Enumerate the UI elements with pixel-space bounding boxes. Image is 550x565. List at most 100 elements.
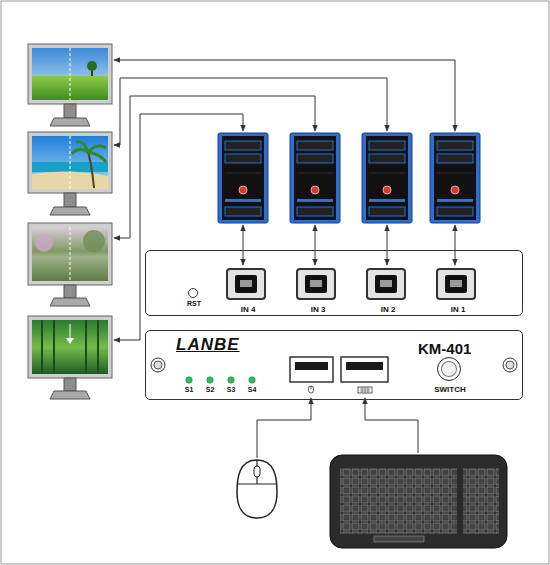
pc-tower <box>225 141 261 150</box>
monitor <box>64 193 76 207</box>
monitor <box>42 320 98 374</box>
port-socket <box>445 275 467 293</box>
usb-b-port: IN 4 <box>226 268 266 300</box>
usb-b-port: IN 3 <box>296 268 336 300</box>
usb-b-port-label: IN 3 <box>311 306 326 314</box>
monitor <box>28 132 112 193</box>
status-led <box>207 377 213 383</box>
pc-tower <box>222 136 264 220</box>
reset-button <box>189 289 198 298</box>
pc-tower <box>297 141 333 150</box>
pc-tower <box>294 136 336 220</box>
port-contact <box>240 280 252 287</box>
monitor <box>64 104 76 118</box>
usb-b-port: IN 2 <box>366 268 406 300</box>
monitor <box>70 227 71 281</box>
port-socket <box>305 275 327 293</box>
keyboard <box>463 468 499 534</box>
front-panel: LANBEKM-401SWITCH <box>145 330 523 400</box>
pc-tower <box>297 173 333 174</box>
monitor <box>28 316 112 399</box>
pc-tower <box>362 133 412 223</box>
monitor <box>32 320 108 374</box>
usb-cable <box>365 398 418 453</box>
monitor <box>72 142 106 162</box>
switch-button: SWITCH <box>437 357 461 381</box>
video-cable <box>114 96 315 238</box>
mouse <box>238 460 276 484</box>
screw <box>506 361 514 369</box>
pc-tower <box>239 186 247 194</box>
led-label: S4 <box>248 386 257 393</box>
monitor <box>28 44 112 104</box>
port-contact <box>310 280 322 287</box>
status-led <box>249 377 255 383</box>
pc-tower <box>297 154 333 163</box>
monitor <box>87 61 97 71</box>
screw <box>154 361 162 369</box>
usb-cable <box>455 225 456 265</box>
keyboard <box>374 536 424 542</box>
pc-tower <box>311 186 319 194</box>
pc-tower <box>437 199 473 202</box>
monitor <box>28 44 112 126</box>
back-panel-label: RST <box>187 300 201 307</box>
pc-tower <box>218 133 268 223</box>
keyboard <box>340 468 457 534</box>
video-cable <box>114 78 387 145</box>
screw <box>151 358 517 372</box>
pc-tower <box>290 133 340 223</box>
pc-tower <box>369 154 405 163</box>
pc-tower <box>362 133 412 223</box>
monitor <box>28 132 112 215</box>
mouse-icon <box>309 386 314 393</box>
keyboard <box>330 455 507 548</box>
pc-tower <box>290 133 340 223</box>
keyboard <box>330 455 507 548</box>
pc-tower <box>218 133 268 223</box>
pc-tower <box>369 173 405 174</box>
usb-a-port <box>290 357 388 382</box>
monitor <box>70 324 71 338</box>
led-label: S3 <box>227 386 236 393</box>
pc-tower <box>297 207 333 216</box>
monitor <box>50 118 90 126</box>
video-cable <box>114 114 243 340</box>
brand-logo: LANBE <box>176 336 240 353</box>
status-led <box>186 377 192 383</box>
port-socket <box>375 275 397 293</box>
monitor <box>66 338 74 344</box>
pc-tower <box>225 154 261 163</box>
pc-tower <box>451 186 459 194</box>
pc-tower <box>383 186 391 194</box>
monitor <box>28 223 112 306</box>
monitor <box>88 152 94 188</box>
pc-tower <box>225 173 261 174</box>
pc-tower <box>225 207 261 216</box>
monitor <box>35 234 53 252</box>
port-contact <box>450 280 462 287</box>
monitor <box>50 207 90 215</box>
monitor <box>28 223 112 285</box>
monitor <box>64 378 76 391</box>
mouse <box>237 460 277 518</box>
usb-a-port <box>341 357 388 382</box>
keyboard-icon <box>358 387 372 393</box>
keyboard-icon <box>358 387 372 393</box>
pc-tower <box>430 133 480 223</box>
pc-tower <box>437 141 473 150</box>
status-led <box>228 377 234 383</box>
monitor <box>50 298 90 306</box>
switch-button-label: SWITCH <box>434 386 466 394</box>
pc-tower <box>430 133 480 223</box>
monitor <box>50 391 90 399</box>
monitor <box>32 48 108 100</box>
mouse-icon <box>311 386 312 389</box>
screw <box>503 358 517 372</box>
monitor <box>32 136 108 189</box>
monitor <box>32 227 108 281</box>
pc-tower <box>437 173 473 174</box>
monitor <box>28 316 112 378</box>
pc-tower <box>369 141 405 150</box>
